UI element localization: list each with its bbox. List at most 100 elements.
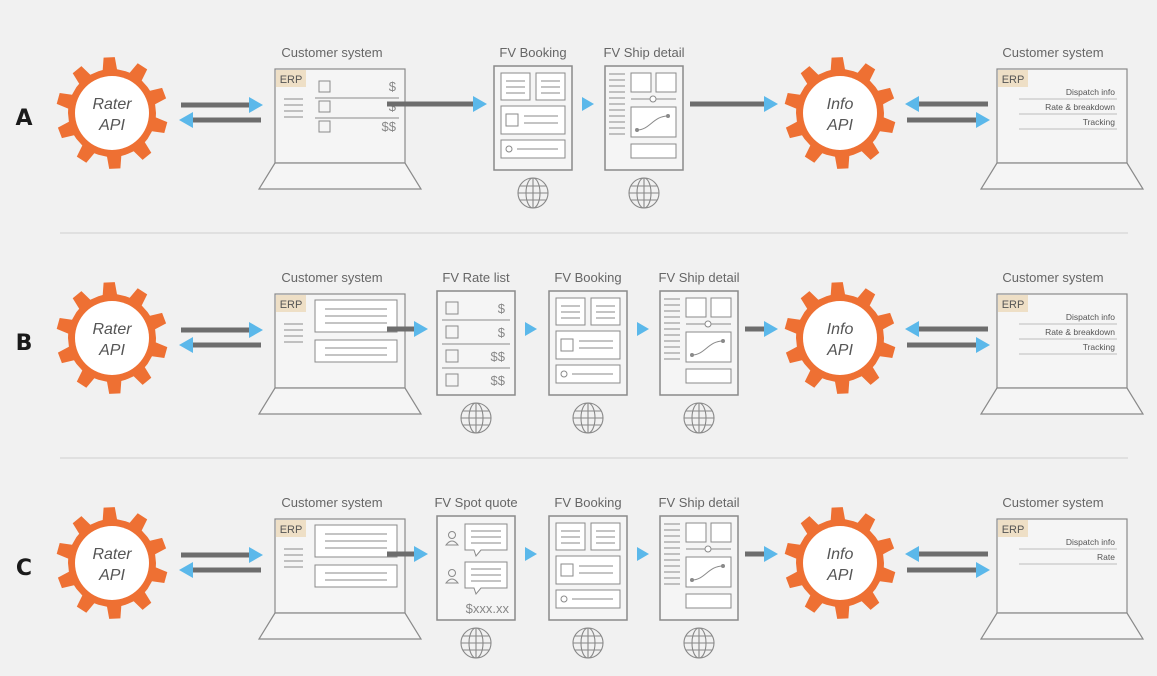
arrow-right-icon — [764, 321, 778, 337]
checkbox — [505, 113, 519, 127]
arrow-left-icon — [905, 96, 919, 112]
menu-item: Rate & breakdown — [1045, 102, 1115, 112]
checkbox — [560, 338, 574, 352]
erp-label: ERP — [1002, 299, 1025, 311]
gear-inner-circle — [803, 301, 877, 375]
arrow-right-icon — [473, 96, 487, 112]
erp-label: ERP — [280, 299, 303, 311]
arrow-right-icon — [976, 562, 990, 578]
row-letter: B — [16, 331, 33, 356]
gear-label-bottom: API — [826, 567, 853, 584]
price-label: $$ — [491, 349, 506, 364]
screen-title: FV Ship detail — [604, 45, 685, 60]
gear-inner-circle — [75, 76, 149, 150]
ship-detail-screen — [659, 290, 739, 396]
quote-amount: $xxx.xx — [466, 601, 510, 616]
checkbox — [318, 120, 331, 133]
gear-inner-circle — [803, 526, 877, 600]
row-letter: A — [15, 106, 32, 131]
menu-item: Rate & breakdown — [1045, 327, 1115, 337]
gear-inner-circle — [75, 301, 149, 375]
menu-item: Dispatch info — [1066, 87, 1115, 97]
gear-label-top: Info — [827, 96, 854, 113]
gear-label-top: Rater — [92, 96, 132, 113]
arrow-left-icon — [179, 337, 193, 353]
menu-item: Dispatch info — [1066, 312, 1115, 322]
globe-icon — [460, 402, 492, 434]
booking-screen — [548, 515, 628, 621]
laptop-base — [257, 387, 423, 415]
arrow-right-icon — [249, 97, 263, 113]
checkbox — [318, 100, 331, 113]
checkbox — [318, 80, 331, 93]
row-letter: C — [16, 556, 32, 581]
screen-title: FV Booking — [554, 495, 621, 510]
user-icon — [444, 540, 460, 546]
user-icon — [448, 531, 456, 539]
gear-inner-circle — [803, 76, 877, 150]
menu-item: Tracking — [1083, 117, 1116, 127]
globe-icon — [572, 402, 604, 434]
checkbox — [445, 373, 459, 387]
erp-tag — [998, 295, 1028, 312]
chat-bubble — [464, 523, 508, 558]
arrow-right-icon — [764, 546, 778, 562]
arrow-left-icon — [179, 112, 193, 128]
erp-label: ERP — [280, 74, 303, 86]
gear-label-top: Rater — [92, 321, 132, 338]
screen-title: FV Ship detail — [659, 270, 740, 285]
arrow-right-icon — [249, 322, 263, 338]
gear-label-bottom: API — [98, 117, 125, 134]
price-label: $ — [389, 79, 397, 94]
laptop-icon: ERP — [257, 293, 423, 415]
gear-label-top: Info — [827, 546, 854, 563]
gear-label-bottom: API — [98, 567, 125, 584]
arrow-left-icon — [905, 546, 919, 562]
price-label: $ — [498, 301, 506, 316]
arrow-right-icon — [582, 97, 594, 111]
arrow-right-icon — [414, 321, 428, 337]
erp-label: ERP — [280, 524, 303, 536]
price-label: $$ — [491, 373, 506, 388]
spot-quote-screen: $xxx.xx — [436, 515, 516, 621]
document-frame — [436, 290, 516, 396]
customer-system-title: Customer system — [281, 495, 382, 510]
booking-screen — [548, 290, 628, 396]
laptop-base — [979, 387, 1145, 415]
customer-system-title: Customer system — [1002, 270, 1103, 285]
arrow-right-icon — [637, 322, 649, 336]
rate-list-screen: $$$$$$ — [436, 290, 516, 396]
arrow-right-icon — [764, 96, 778, 112]
arrow-left-icon — [905, 321, 919, 337]
menu-item: Dispatch info — [1066, 537, 1115, 547]
arrow-right-icon — [976, 337, 990, 353]
customer-system-title: Customer system — [1002, 495, 1103, 510]
laptop-icon: ERP — [257, 518, 423, 640]
arrow-right-icon — [976, 112, 990, 128]
erp-label: ERP — [1002, 524, 1025, 536]
gear-label-top: Info — [827, 321, 854, 338]
customer-system-title: Customer system — [281, 270, 382, 285]
laptop-base — [257, 612, 423, 640]
screen-title: FV Booking — [499, 45, 566, 60]
erp-tag — [276, 70, 306, 87]
content-box — [314, 564, 398, 588]
screen-title: FV Booking — [554, 270, 621, 285]
checkbox — [445, 325, 459, 339]
checkbox — [445, 349, 459, 363]
globe-icon — [572, 627, 604, 659]
screen-title: FV Spot quote — [434, 495, 517, 510]
chat-bubble — [464, 561, 508, 596]
globe-icon — [683, 627, 715, 659]
erp-tag — [998, 70, 1028, 87]
user-icon — [448, 569, 456, 577]
